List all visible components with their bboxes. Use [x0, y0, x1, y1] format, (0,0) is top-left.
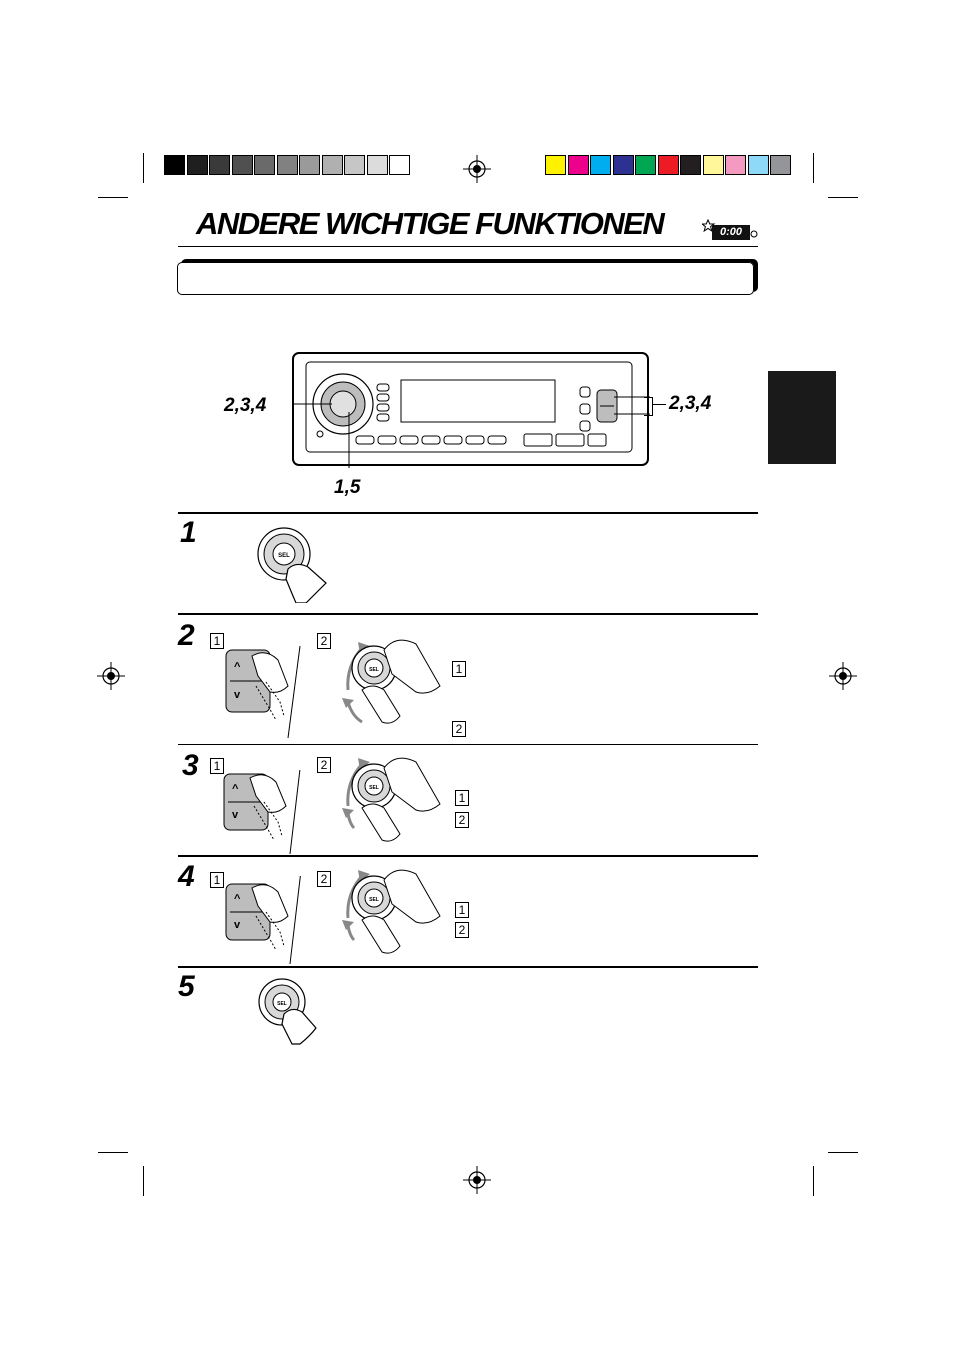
- color-swatch: [725, 155, 746, 175]
- color-swatch: [276, 155, 298, 175]
- color-swatch: [680, 155, 701, 175]
- section-heading-bar: [177, 262, 754, 295]
- color-swatch: [590, 155, 611, 175]
- color-swatch: [657, 155, 679, 175]
- up-down-button-illustration: ^ v: [223, 770, 301, 854]
- step-number: 3: [182, 749, 199, 782]
- color-swatch: [186, 155, 208, 175]
- text-marker: 2: [452, 721, 466, 737]
- clock-icon: [700, 218, 758, 240]
- svg-text:SEL: SEL: [369, 897, 379, 903]
- up-down-button-illustration: ^ v: [225, 876, 301, 965]
- color-swatch: [299, 155, 320, 175]
- svg-text:^: ^: [234, 661, 241, 673]
- text-marker: 2: [455, 812, 469, 828]
- svg-text:v: v: [234, 919, 241, 931]
- sub-label: 1: [210, 872, 224, 888]
- color-swatch: [321, 155, 343, 175]
- color-swatch: [612, 155, 634, 175]
- knob-rotate-illustration: SEL: [342, 639, 441, 724]
- up-down-button-illustration: ^ v: [225, 646, 301, 738]
- knob-press-illustration: SEL: [257, 527, 327, 603]
- step-number: 5: [178, 970, 195, 1003]
- sub-label: 2: [317, 871, 331, 887]
- svg-text:v: v: [232, 809, 239, 821]
- crop-mark: [143, 1166, 144, 1196]
- svg-text:SEL: SEL: [369, 785, 379, 791]
- crop-mark: [143, 153, 144, 183]
- color-swatch: [635, 155, 656, 175]
- color-swatch: [389, 155, 410, 175]
- step-divider: [178, 613, 758, 615]
- clock-badge: 0:00: [700, 218, 760, 241]
- color-swatch: [545, 155, 566, 175]
- step-divider: [178, 512, 758, 514]
- callout-bottom: 1,5: [334, 477, 361, 498]
- color-swatch: [209, 155, 230, 175]
- title-underline: [178, 246, 758, 247]
- knob-sel-label: SEL: [278, 553, 290, 559]
- step-divider: [178, 744, 758, 745]
- color-swatch: [702, 155, 724, 175]
- crop-mark: [98, 1152, 128, 1153]
- callout-line: [652, 404, 666, 405]
- knob-press-illustration: SEL: [258, 978, 317, 1045]
- knob-rotate-illustration: SEL: [342, 869, 441, 954]
- clock-text: 0:00: [720, 226, 743, 238]
- color-swatch: [747, 155, 769, 175]
- head-unit-diagram: [292, 352, 650, 468]
- svg-text:SEL: SEL: [277, 1001, 287, 1007]
- text-marker: 1: [452, 661, 466, 677]
- svg-text:^: ^: [232, 783, 239, 795]
- text-marker: 2: [455, 922, 469, 938]
- callout-right: 2,3,4: [669, 393, 712, 414]
- text-marker: 1: [455, 790, 469, 806]
- knob-rotate-illustration: SEL: [342, 757, 441, 842]
- sub-label: 2: [317, 757, 331, 773]
- svg-text:v: v: [234, 689, 241, 701]
- step-divider: [178, 966, 758, 968]
- color-swatch: [164, 155, 185, 175]
- sub-label: 1: [210, 633, 224, 649]
- registration-mark-icon: [829, 662, 857, 690]
- color-swatch: [366, 155, 388, 175]
- callout-bracket: [644, 397, 653, 416]
- crop-mark: [813, 153, 814, 183]
- color-swatch: [567, 155, 589, 175]
- color-swatch: [254, 155, 275, 175]
- step-divider: [178, 855, 758, 857]
- step-number: 2: [178, 619, 195, 652]
- crop-mark: [813, 1166, 814, 1196]
- color-swatch: [770, 155, 791, 175]
- callout-left: 2,3,4: [224, 395, 267, 416]
- step-number: 1: [180, 516, 197, 549]
- language-tab: [768, 371, 836, 464]
- crop-mark: [828, 197, 858, 198]
- color-swatch: [231, 155, 253, 175]
- registration-mark-icon: [97, 662, 125, 690]
- sub-label: 2: [317, 633, 331, 649]
- crop-mark: [98, 197, 128, 198]
- step-number: 4: [178, 860, 195, 893]
- svg-text:SEL: SEL: [369, 667, 379, 673]
- crop-mark: [828, 1152, 858, 1153]
- sub-label: 1: [210, 758, 224, 774]
- registration-mark-icon: [463, 155, 491, 183]
- page-title: ANDERE WICHTIGE FUNKTIONEN: [196, 206, 665, 241]
- svg-text:^: ^: [234, 893, 241, 905]
- color-swatch: [344, 155, 365, 175]
- text-marker: 1: [455, 902, 469, 918]
- registration-mark-icon: [463, 1166, 491, 1194]
